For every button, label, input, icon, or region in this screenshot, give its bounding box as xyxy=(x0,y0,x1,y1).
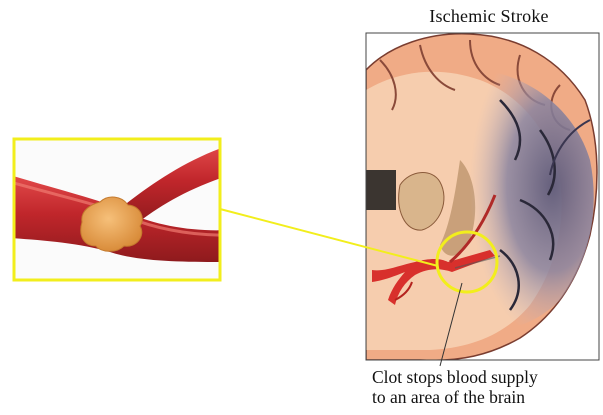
caption-line-1: Clot stops blood supply xyxy=(372,367,600,387)
brain-cross-section xyxy=(366,33,599,360)
caption-line-2: to an area of the brain xyxy=(372,387,600,407)
artery-inset xyxy=(10,139,230,280)
figure-caption: Clot stops blood supply to an area of th… xyxy=(372,367,600,407)
